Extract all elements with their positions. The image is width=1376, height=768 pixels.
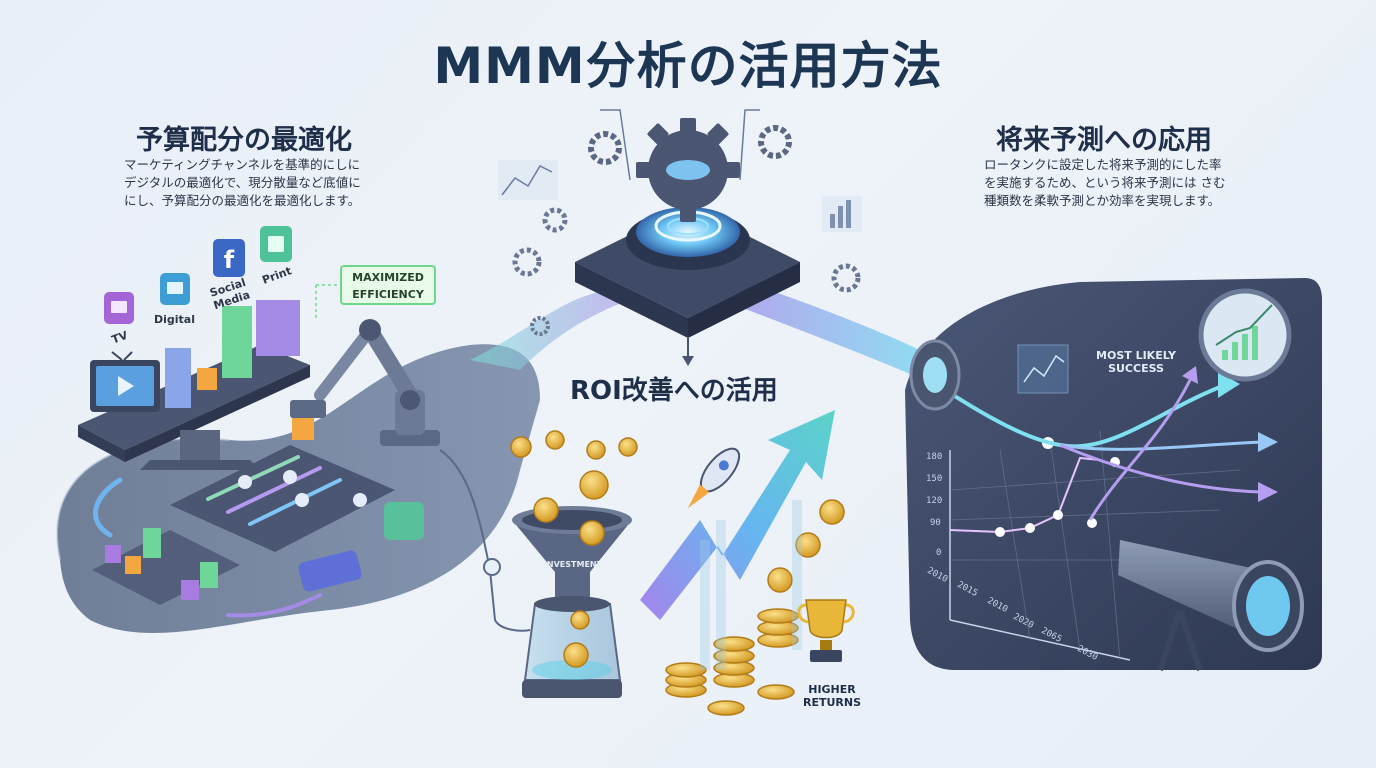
budget-section-body: マーケティングチャンネルを基準的にしに デジタルの最適化で、現分散量など底値に … — [124, 156, 361, 210]
bar-social — [222, 306, 252, 378]
investment-label: INVESTMENT — [543, 560, 603, 569]
robot-arm — [290, 319, 440, 446]
y-tick: 0 — [936, 548, 942, 558]
roi-section-title: ROI改善への活用 — [570, 376, 778, 406]
channel-label-digital: Digital — [154, 313, 195, 326]
budget-section-title: 予算配分の最適化 — [136, 125, 352, 156]
forecast-body-line: 種類数を柔軟予測とか効率を実現します。 — [984, 193, 1221, 208]
telescope-icon — [1118, 540, 1304, 671]
forecast-body-line: ロータンクに設定した将来予測的にした率 — [984, 157, 1222, 172]
tv-icon-graphic — [90, 351, 160, 412]
growth-arrow — [640, 410, 835, 620]
forecast-section-body: ロータンクに設定した将来予測的にした率 を実施するため、という将来予測には さむ… — [984, 156, 1225, 210]
badge-line: EFFICIENCY — [352, 288, 424, 301]
returns-line: HIGHER — [808, 683, 856, 696]
maximized-efficiency-badge: MAXIMIZED EFFICIENCY — [340, 265, 436, 305]
budget-body-line: マーケティングチャンネルを基準的にしに — [124, 157, 361, 172]
beam-right — [735, 280, 935, 385]
success-line: SUCCESS — [1108, 361, 1164, 375]
cycle-icon-b — [298, 550, 362, 592]
forecast-section-title: 将来予測への応用 — [996, 125, 1212, 156]
trophy-icon — [797, 599, 855, 662]
bar-print — [256, 300, 300, 356]
svg-text:f: f — [224, 246, 235, 274]
y-tick: 120 — [926, 496, 943, 506]
forecast-chart — [928, 344, 1278, 661]
rocket-icon — [687, 447, 741, 509]
central-processor — [498, 109, 862, 366]
facebook-icon — [213, 239, 245, 277]
budget-body-line: デジタルの最適化で、現分散量など底値に — [124, 175, 361, 190]
budget-body-line: にし、予算配分の最適化を最適化します。 — [124, 193, 361, 208]
y-tick: 90 — [930, 518, 941, 528]
bar-digital — [197, 368, 217, 390]
most-likely-success-label: MOST LIKELY SUCCESS — [1088, 349, 1184, 375]
history-line — [949, 456, 1101, 534]
lens-node — [909, 339, 961, 411]
badge-line: MAXIMIZED — [352, 271, 424, 284]
higher-returns-label: HIGHER RETURNS — [792, 683, 872, 709]
y-tick: 180 — [926, 452, 943, 462]
scenario-line-3 — [1059, 443, 1263, 494]
investment-funnel — [512, 506, 632, 698]
success-line: MOST LIKELY — [1096, 349, 1176, 362]
scenario-line-2 — [1059, 440, 1263, 451]
page-title: MMM分析の活用方法 — [433, 37, 943, 95]
magnifier-chart — [1198, 288, 1292, 382]
beam-left — [470, 292, 640, 370]
cycle-icon-a — [384, 502, 424, 540]
returns-line: RETURNS — [802, 695, 862, 709]
bar-tv — [165, 348, 191, 408]
cube-blocks — [92, 528, 240, 605]
forecast-body-line: を実施するため、という将来予測には さむ — [984, 175, 1226, 190]
coins — [510, 430, 845, 716]
slider-board — [170, 445, 395, 552]
y-tick: 150 — [926, 474, 943, 484]
scenario-line-4 — [1088, 379, 1192, 521]
